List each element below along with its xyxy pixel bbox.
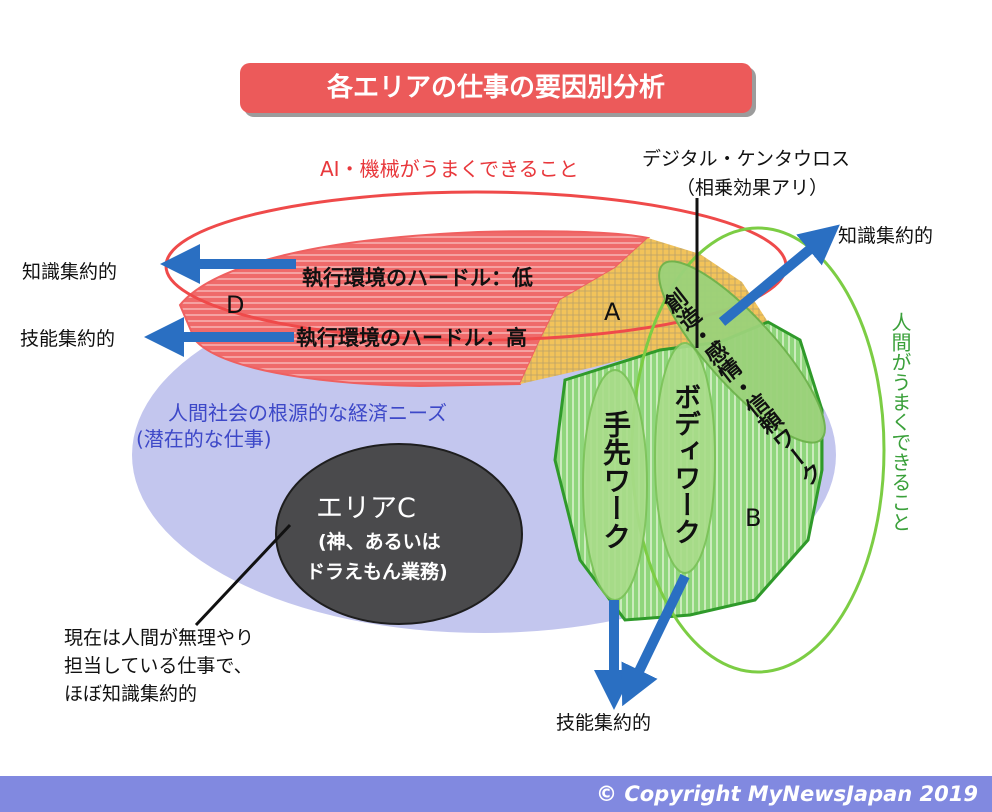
hurdle-high-label: 執行環境のハードル：高 bbox=[296, 326, 527, 350]
human-needs-line1: 人間社会の根源的な経済ニーズ bbox=[168, 401, 447, 425]
area-c-callout-line bbox=[194, 523, 292, 627]
note-line3: ほぼ知識集約的 bbox=[64, 683, 198, 705]
body-work-ellipse bbox=[654, 342, 716, 574]
creative-work-ellipse bbox=[658, 260, 826, 444]
area-c-line1: (神、あるいは bbox=[318, 531, 441, 553]
area-c-ellipse bbox=[275, 443, 523, 625]
area-d-letter: D bbox=[226, 291, 245, 319]
note-line1: 現在は人間が無理やり bbox=[64, 627, 255, 649]
human-good-label: 人間がうまくできること bbox=[888, 312, 912, 532]
skill-bottom-label: 技能集約的 bbox=[556, 712, 652, 734]
knowledge-top-right-label: 知識集約的 bbox=[838, 225, 934, 247]
ai-machine-label: AI・機械がうまくできること bbox=[320, 157, 579, 181]
area-b-letter: B bbox=[745, 504, 762, 532]
synergy-label: （相乗効果アリ） bbox=[676, 177, 829, 199]
area-c-line2: ドラえもん業務) bbox=[306, 561, 448, 583]
area-a-letter: A bbox=[604, 298, 621, 326]
arrow-knowledge-top-right bbox=[718, 224, 840, 326]
area-c-title: エリアC bbox=[316, 493, 416, 524]
hurdle-low-label: 執行環境のハードル：低 bbox=[302, 266, 533, 290]
copyright-text: © Copyright MyNewsJapan 2019 bbox=[596, 782, 978, 806]
arrow-skill-bottom-2 bbox=[621, 573, 690, 707]
body-work-label: ボディワーク bbox=[669, 383, 700, 545]
title-banner: 各エリアの仕事の要因別分析 bbox=[240, 63, 752, 113]
footer-bar: © Copyright MyNewsJapan 2019 bbox=[0, 776, 992, 812]
area-d-region bbox=[178, 230, 651, 388]
hand-work-label: 手先ワーク bbox=[599, 410, 632, 550]
page-title: 各エリアの仕事の要因別分析 bbox=[326, 73, 665, 103]
human-needs-line2: (潜在的な仕事) bbox=[136, 427, 272, 451]
skill-left-label: 技能集約的 bbox=[20, 328, 116, 350]
digital-centaurs-label: デジタル・ケンタウロス bbox=[642, 148, 851, 170]
note-line2: 担当している仕事で、 bbox=[64, 655, 253, 677]
knowledge-left-label: 知識集約的 bbox=[22, 261, 118, 283]
